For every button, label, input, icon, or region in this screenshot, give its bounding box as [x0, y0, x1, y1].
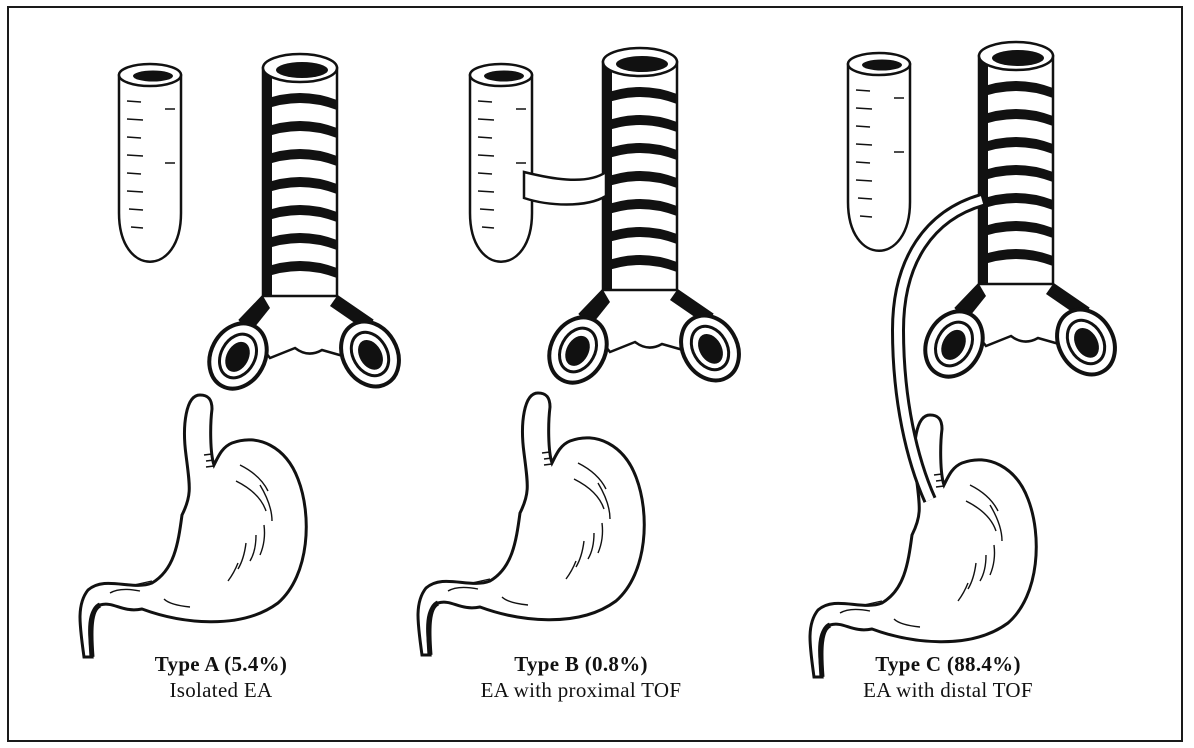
- type-c-description: EA with distal TOF: [798, 677, 1098, 703]
- type-a-description: Isolated EA: [71, 677, 371, 703]
- caption-type-b: Type B (0.8%) EA with proximal TOF: [431, 651, 731, 703]
- type-a-label: Type A (5.4%): [71, 651, 371, 677]
- type-c-label: Type C (88.4%): [798, 651, 1098, 677]
- caption-type-a: Type A (5.4%) Isolated EA: [71, 651, 371, 703]
- caption-type-c: Type C (88.4%) EA with distal TOF: [798, 651, 1098, 703]
- type-a-illustration: [80, 54, 410, 657]
- type-b-label: Type B (0.8%): [431, 651, 731, 677]
- type-b-description: EA with proximal TOF: [431, 677, 731, 703]
- type-b-illustration: [418, 48, 750, 655]
- type-c-illustration: [810, 42, 1126, 677]
